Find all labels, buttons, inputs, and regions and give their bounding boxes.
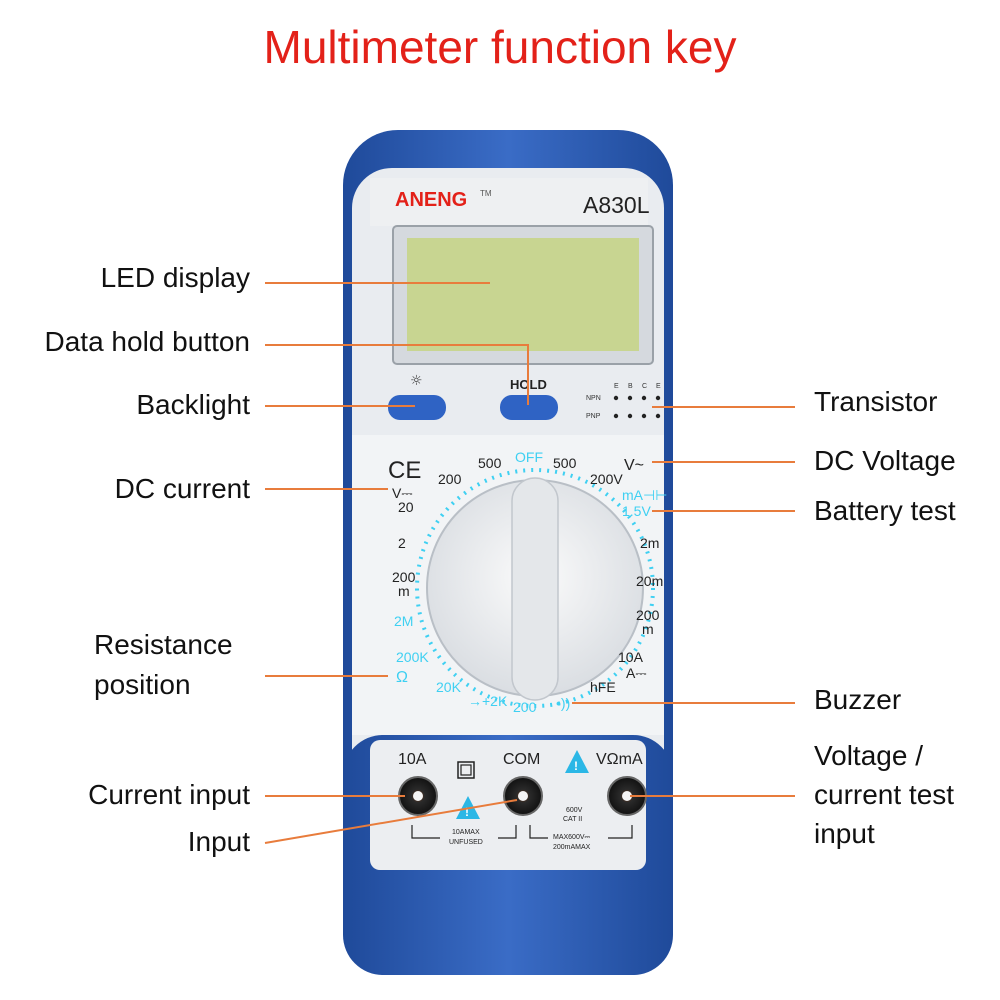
bracket-left [411, 825, 440, 839]
warning-right-2: 200mAMAX [553, 844, 591, 851]
dial-m20: 20m [636, 573, 663, 589]
dial-r2k: →+2K [468, 693, 508, 709]
bracket-right [529, 825, 548, 839]
warning-left-1: 10AMAX [452, 829, 480, 836]
dial-r200k: 200K [396, 649, 429, 665]
bracket-mid [498, 825, 517, 839]
npn-label: NPN [586, 395, 601, 402]
dial-mabat: mA⊣⊢ [622, 487, 667, 503]
callout-data-hold: Data hold button [44, 326, 251, 357]
dial-dcv20: 20 [398, 499, 414, 515]
jack-vohm-label: VΩmA [596, 751, 643, 768]
svg-text:!: ! [574, 759, 578, 773]
dial-r2m: 2M [394, 613, 413, 629]
hold-button[interactable] [500, 395, 558, 420]
warning-cat-1: 600V [566, 807, 583, 814]
jack-10a-label: 10A [398, 751, 427, 768]
callout-dc-voltage: DC Voltage [814, 445, 956, 476]
brand-logo: ANENG [395, 189, 467, 211]
callout-input: Input [187, 826, 250, 857]
dial-adc: A⎓ [626, 665, 647, 681]
dial-m200m: m [642, 621, 654, 637]
dial-dcv200m: m [398, 583, 410, 599]
pin-e2: E [656, 383, 661, 390]
callout-resistance-1: Resistance [94, 629, 233, 660]
backlight-button[interactable] [388, 395, 446, 420]
dial-ring [415, 468, 655, 708]
callout-backlight: Backlight [136, 389, 250, 420]
lcd-display [407, 238, 639, 351]
dial-hfe: hFE [590, 679, 616, 695]
callout-vc-input-1: Voltage / [814, 740, 923, 771]
dial-v500-left: 500 [478, 455, 502, 471]
dial-r200: 200 [513, 699, 537, 715]
jack-com-label: COM [503, 751, 540, 768]
callout-vc-input-3: input [814, 818, 875, 849]
warning-right-1: MAX600V⎓ [553, 834, 591, 841]
pin-c: C [642, 383, 647, 390]
dial-dcv200: 200 [392, 569, 416, 585]
dial-bat15: 1.5V [622, 503, 651, 519]
dial-m2: 2m [640, 535, 659, 551]
bracket-far-right [608, 825, 633, 839]
page-title: Multimeter function key [263, 21, 737, 73]
dial-v200: 200 [438, 471, 462, 487]
pnp-label: PNP [586, 413, 601, 420]
dial-v200v: 200V [590, 471, 623, 487]
callout-led-display: LED display [100, 262, 250, 293]
dial-buzzer: •)) [556, 695, 570, 711]
transistor-socket: E B C E NPN PNP [586, 383, 661, 420]
warning-left-2: UNFUSED [449, 839, 483, 846]
dial-off: OFF [515, 449, 543, 465]
callout-current-input: Current input [88, 779, 250, 810]
callout-dc-current: DC current [114, 473, 250, 504]
model-name: A830L [583, 192, 650, 218]
dial-ohm: Ω [396, 669, 408, 686]
callout-vc-input-2: current test [814, 779, 955, 810]
double-insulation-icon [457, 761, 475, 779]
ce-mark: CE [388, 457, 421, 484]
dial-pointer [511, 477, 559, 701]
pin-e1: E [614, 383, 619, 390]
transistor-holes [613, 395, 661, 419]
dial-r20k: 20K [436, 679, 462, 695]
callout-resistance-2: position [94, 669, 191, 700]
pin-b: B [628, 383, 633, 390]
dial-dcv2: 2 [398, 535, 406, 551]
dial-vac: V~ [624, 457, 644, 474]
dial-dcv: V⎓ [392, 485, 413, 501]
face-header [370, 178, 648, 226]
warning-cat-2: CAT II [563, 816, 582, 823]
callout-battery-test: Battery test [814, 495, 956, 526]
brand-tm: TM [480, 189, 492, 198]
callout-transistor: Transistor [814, 386, 938, 417]
dial-v500-right: 500 [553, 455, 577, 471]
warning-icon-top [565, 750, 589, 773]
dial-m200: 200 [636, 607, 660, 623]
callout-buzzer: Buzzer [814, 684, 902, 715]
leader-data-hold [265, 344, 529, 405]
leader-input [264, 799, 518, 844]
dial-a10: 10A [618, 649, 644, 665]
leader-lines [264, 282, 795, 844]
backlight-symbol: ☼ [410, 373, 423, 389]
svg-text:!: ! [465, 805, 469, 819]
